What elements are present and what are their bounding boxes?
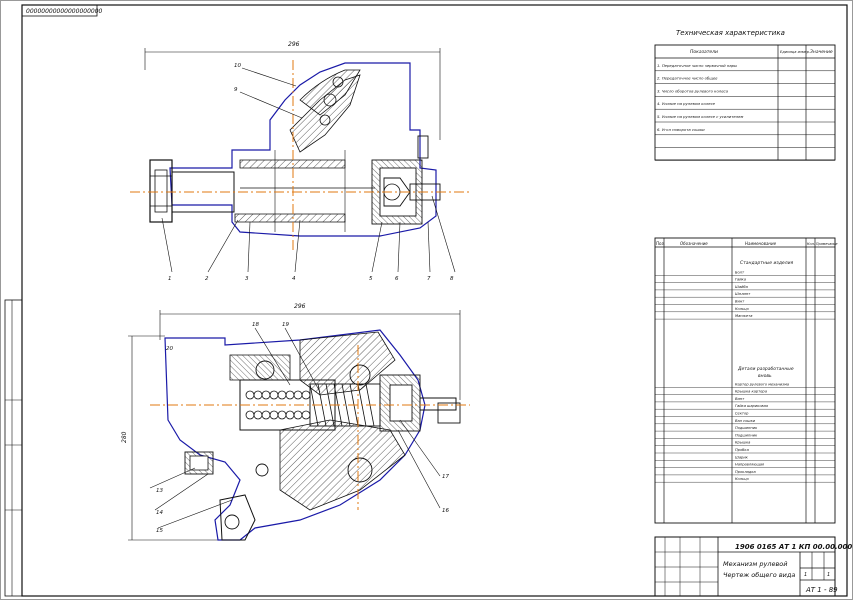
title-block: 1906 0165 АТ 1 КП 00.00.000 Механизм рул… (654, 536, 852, 597)
spec-row-name: Направляющая (735, 463, 765, 467)
callout-3: 3 (245, 276, 249, 282)
spec-row-name: Крышка (735, 441, 750, 445)
spec-h3: Кол. (807, 242, 815, 246)
spec-row-name: Шарик (735, 455, 749, 459)
spec-row-name: Болт (735, 270, 745, 274)
top-stamp-text: 00000000000000000000 (26, 8, 103, 15)
spec-section1: Стандартные изделия (740, 260, 794, 266)
callout-15: 15 (156, 528, 163, 534)
spec-row-name: Манжета (735, 314, 752, 318)
tech-characteristics: Техническая характеристика Показатели Ед… (654, 29, 836, 161)
callout-2: 2 (205, 276, 209, 282)
tech-h0: Показатели (690, 49, 718, 55)
callout-16: 16 (442, 508, 449, 514)
spec-row-name: Винт (735, 300, 745, 304)
spec-rows: БолтГайкаШайбаШплинтВинтКольцоМанжетаКар… (655, 270, 835, 483)
spec-row-name: Сектор (735, 412, 749, 416)
callout-17: 17 (442, 474, 449, 480)
callout-1: 1 (168, 276, 172, 282)
spec-h0: Поз. (656, 241, 665, 246)
title-code: 1906 0165 АТ 1 КП 00.00.000 (735, 543, 852, 551)
callout-13: 13 (156, 488, 163, 494)
spec-row-name: Кольцо (735, 307, 750, 311)
title-group: АТ 1 - 89 (805, 586, 838, 594)
callout-7: 7 (427, 276, 431, 282)
callout-18: 18 (252, 322, 259, 328)
title-name-1: Механизм рулевой (723, 560, 788, 568)
callout-10: 10 (234, 63, 241, 69)
tech-h1: Единица измер. (780, 50, 810, 54)
callout-20: 20 (166, 346, 173, 352)
spec-row-name: Винт (735, 397, 745, 401)
spec-h4: Примечание (816, 242, 838, 246)
callout-8: 8 (450, 276, 454, 282)
callout-4: 4 (292, 276, 296, 282)
tech-title: Техническая характеристика (676, 29, 785, 37)
spec-row-name: Пробка (735, 448, 749, 452)
tech-h2: Значение (810, 49, 833, 55)
tech-row-label: 4. Усилие на рулевом колесе (657, 101, 716, 106)
tech-row-label: 6. Угол поворота сошки (657, 127, 705, 132)
spec-row-name: Гайка (735, 278, 746, 282)
dim-bottom-height: 280 (121, 431, 128, 443)
spec-row-name: Шплинт (735, 292, 751, 296)
tech-row-label: 1. Передаточное число червячной пары (657, 63, 737, 68)
spec-row-name: Крышка картера (735, 390, 767, 394)
spec-h2: Наименование (745, 241, 777, 246)
callout-9: 9 (234, 87, 238, 93)
tech-row-label: 3. Число оборотов рулевого колеса (657, 88, 729, 93)
top-stamp: 00000000000000000000 (21, 4, 103, 17)
spec-row-name: Вал сошки (735, 419, 756, 423)
tech-rows: 1. Передаточное число червячной пары 2. П… (655, 63, 835, 161)
spec-row-name: Прокладка (735, 470, 756, 474)
specification-table: Поз. Обозначение Наименование Кол. Приме… (654, 237, 838, 524)
title-sheets: 1 (827, 572, 830, 578)
inner-frame (21, 4, 848, 597)
spec-row-name: Кольцо (735, 477, 750, 481)
spec-h1: Обозначение (680, 241, 708, 246)
spec-section2b: вновь (758, 374, 772, 379)
dim-top-width: 296 (288, 41, 300, 48)
spec-row-name: Подшипник (735, 433, 758, 437)
callout-14: 14 (156, 510, 163, 516)
callout-5: 5 (369, 276, 373, 282)
bottom-section-view: 296 280 (121, 303, 470, 541)
callout-19: 19 (282, 322, 289, 328)
spec-section2: Детали разработанные (737, 366, 794, 372)
tech-row-label: 5. Усилие на рулевом колесе с усилителем (657, 114, 744, 119)
title-sheet: 1 (804, 572, 807, 578)
dim-bottom-width: 296 (294, 303, 306, 310)
tech-row-label: 2. Передаточное число общее (657, 76, 718, 81)
spec-row-name: Подшипник (735, 426, 758, 430)
bottom-callouts (149, 327, 441, 529)
callout-6: 6 (395, 276, 399, 282)
spec-row-name: Гайка шариковая (735, 404, 769, 408)
spec-row-name: Шайба (735, 285, 748, 289)
top-callouts (161, 67, 456, 273)
binding-strip (4, 299, 23, 597)
top-section-view: 2 9 6 (130, 41, 470, 282)
spec-row-name: Картер рулевого механизма (735, 382, 789, 386)
title-name-2: Чертеж общего вида (723, 571, 795, 579)
